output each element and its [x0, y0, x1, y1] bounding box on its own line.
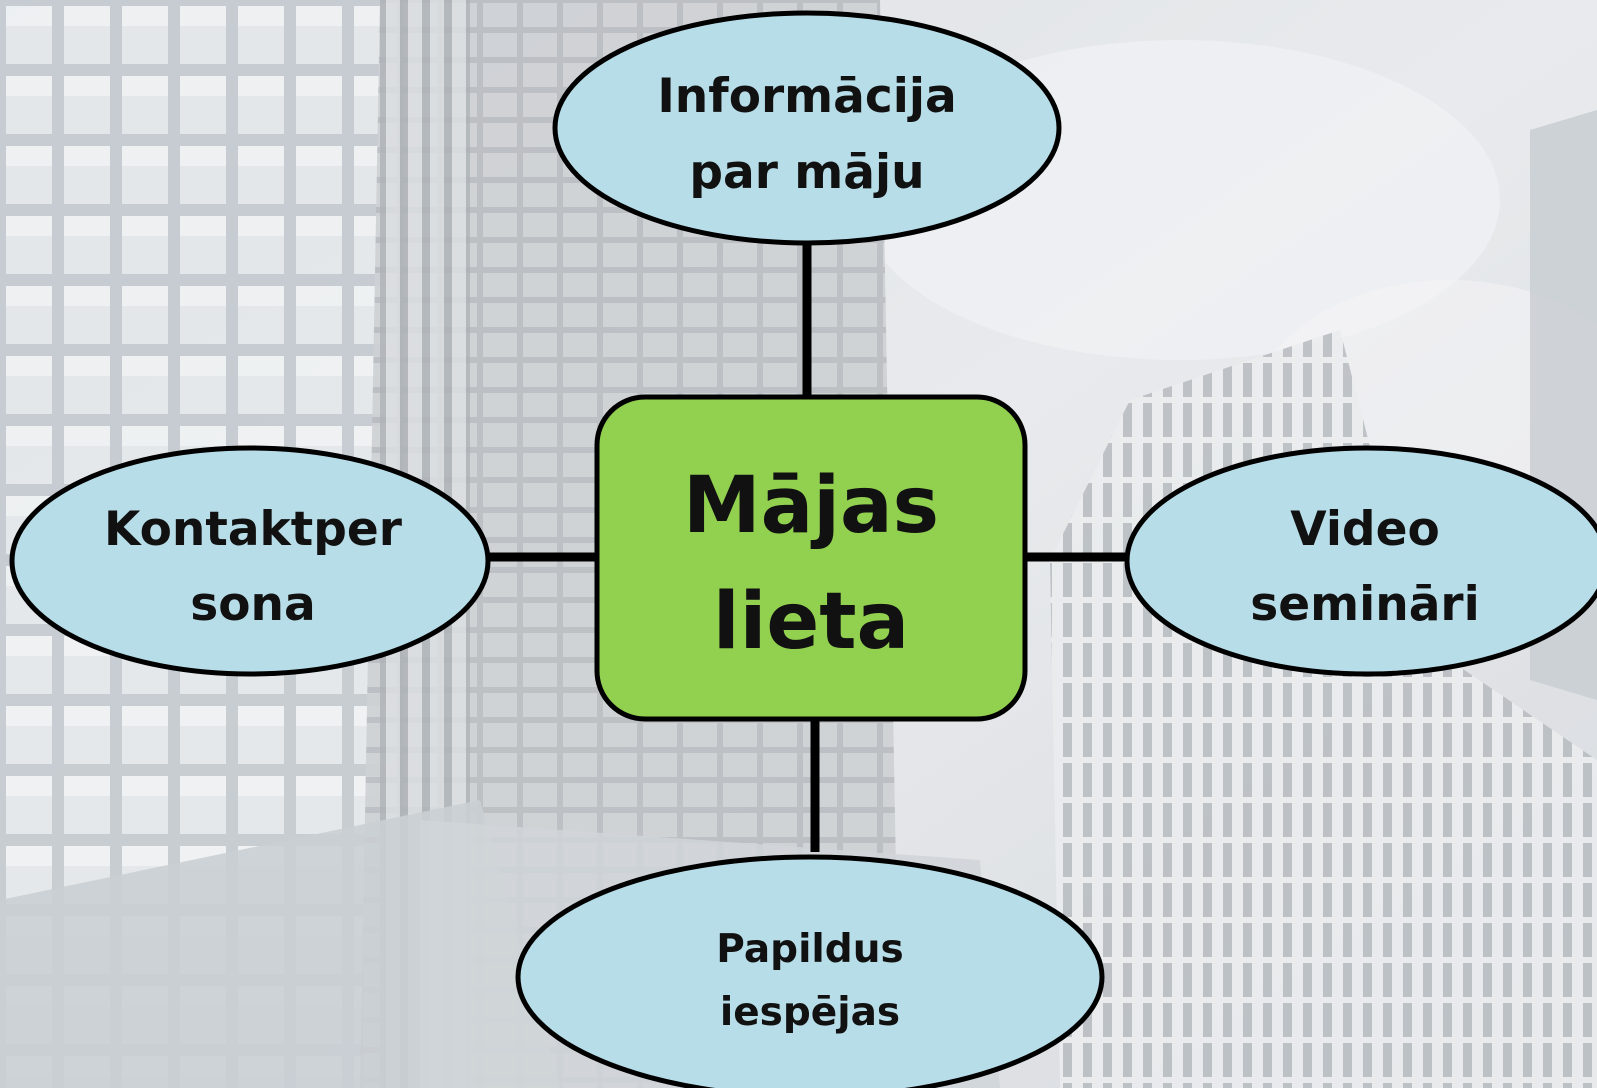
node-right-line2: semināri	[1250, 577, 1479, 632]
node-top-line2: par māju	[689, 145, 924, 200]
node-top-line1: Informācija	[657, 69, 956, 124]
node-center-line2: lieta	[713, 577, 909, 667]
node-bottom-line1: Papildus	[716, 927, 903, 972]
node-left-line2: sona	[190, 577, 315, 632]
node-papildus-iespejas: Papildus iespējas	[515, 854, 1105, 1088]
node-left-line1: Kontaktper	[104, 502, 403, 557]
node-video-seminari: Video semināri	[1124, 445, 1597, 677]
node-center-line1: Mājas	[683, 461, 939, 551]
node-kontaktpersona: Kontaktper sona	[9, 445, 491, 677]
node-majas-lieta-center: Mājas lieta	[594, 394, 1028, 722]
node-informacija-par-maju: Informācija par māju	[552, 10, 1062, 246]
node-bottom-line2: iespējas	[720, 990, 900, 1035]
node-right-line1: Video	[1290, 502, 1439, 557]
